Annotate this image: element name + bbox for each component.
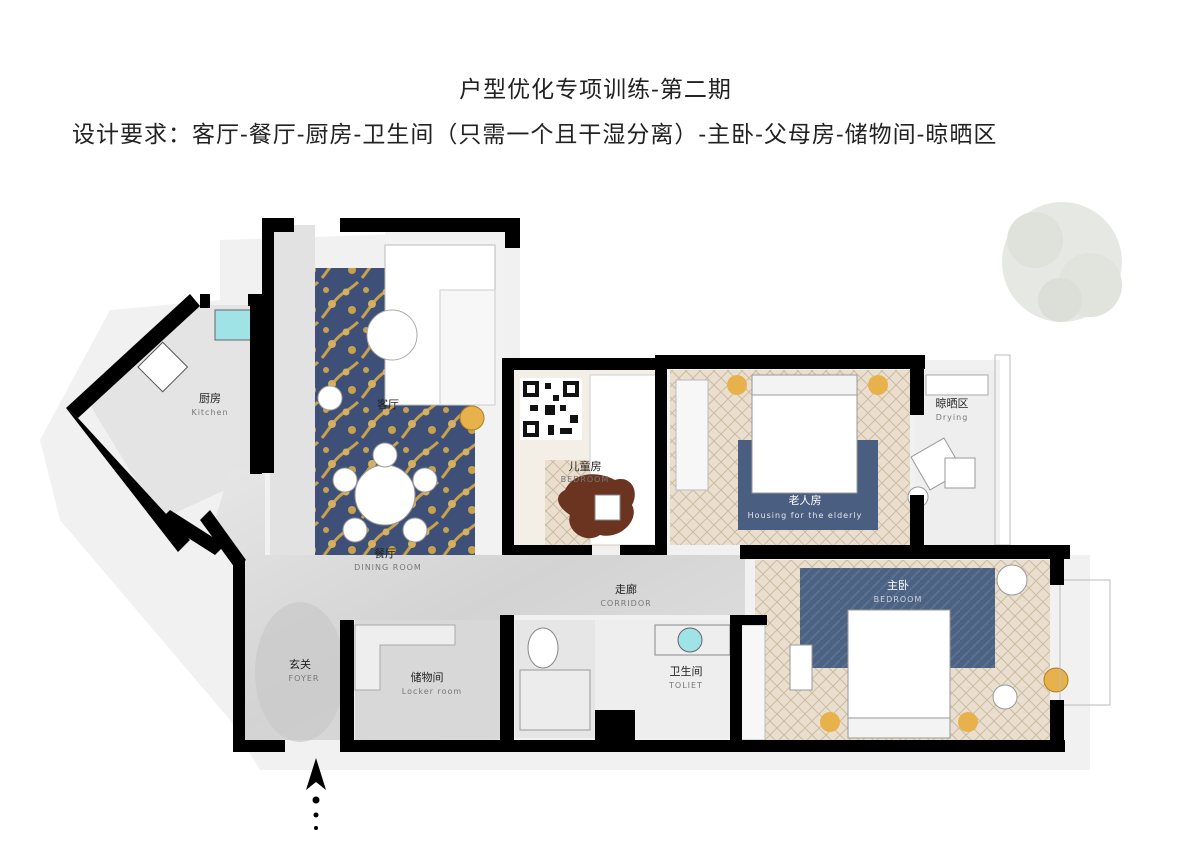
sofa-back <box>439 289 496 406</box>
basin-icon <box>677 627 703 653</box>
master-wardrobe <box>739 624 766 741</box>
elder-label-en: Housing for the elderly <box>748 511 863 520</box>
elder-label: 老人房 <box>789 494 822 507</box>
master-headboard <box>847 717 951 739</box>
drying-label-en: Drying <box>936 413 969 422</box>
coffee-table <box>366 309 418 361</box>
living-strip <box>270 225 315 555</box>
nightstand-lamp <box>958 712 978 732</box>
dining-label: 餐厅 <box>374 546 396 560</box>
design-requirements: 设计要求：客厅-餐厅-厨房-卫生间（只需一个且干湿分离）-主卧-父母房-储物间-… <box>72 122 998 148</box>
lounge-chair <box>996 564 1028 596</box>
foyer-rug <box>255 602 345 742</box>
tree-icon <box>1002 202 1122 322</box>
nightstand-lamp <box>868 375 888 395</box>
dining-chairs <box>332 442 438 543</box>
qr-code-icon <box>520 378 582 440</box>
living-label: 客厅 <box>377 397 399 411</box>
master-label-en: BEDROOM <box>874 595 923 604</box>
toilet-label-en: TOLIET <box>668 681 703 690</box>
foyer-label-en: FOYER <box>289 674 320 683</box>
entrance-arrow-icon <box>306 758 326 830</box>
kitchen-sink <box>214 309 254 341</box>
master-bed <box>847 609 951 739</box>
stove <box>137 341 189 393</box>
elder-wardrobe <box>675 379 709 491</box>
page-title: 户型优化专项训练-第二期 <box>459 77 732 103</box>
kids-label-en: BEDROOM <box>561 475 610 484</box>
kids-chair <box>594 494 621 521</box>
plant-icon <box>459 405 485 431</box>
drying-label: 晾晒区 <box>936 396 969 410</box>
shower <box>519 669 591 731</box>
kitchen-label-en: Kitchen <box>191 408 228 417</box>
toilet-icon <box>527 627 559 669</box>
storage-label: 储物间 <box>411 670 444 684</box>
balcony-right <box>1059 579 1111 706</box>
dining-table <box>354 464 416 526</box>
storage-cabinet <box>354 624 456 691</box>
walls <box>66 218 1070 752</box>
storage-label-en: Locker room <box>402 687 462 696</box>
balcony-plant-icon <box>1043 667 1069 693</box>
master-desk <box>789 644 813 691</box>
foyer-label: 玄关 <box>289 657 311 671</box>
kitchen-label: 厨房 <box>199 392 221 405</box>
elder-headboard <box>751 374 858 396</box>
kids-label: 儿童房 <box>569 459 602 473</box>
corridor-label-en: CORRIDOR <box>600 599 651 608</box>
side-table <box>992 684 1018 710</box>
corridor-floor <box>215 470 745 740</box>
toilet-label: 卫生间 <box>670 664 703 678</box>
corridor-label: 走廊 <box>615 582 637 596</box>
kitchen-floor <box>90 305 250 520</box>
master-label: 主卧 <box>887 579 909 592</box>
nightstand-lamp <box>820 712 840 732</box>
dining-label-en: DINING ROOM <box>354 563 422 572</box>
nightstand-lamp <box>727 375 747 395</box>
side-stool <box>317 385 343 411</box>
drying-chair <box>944 457 976 489</box>
washer <box>925 374 989 396</box>
